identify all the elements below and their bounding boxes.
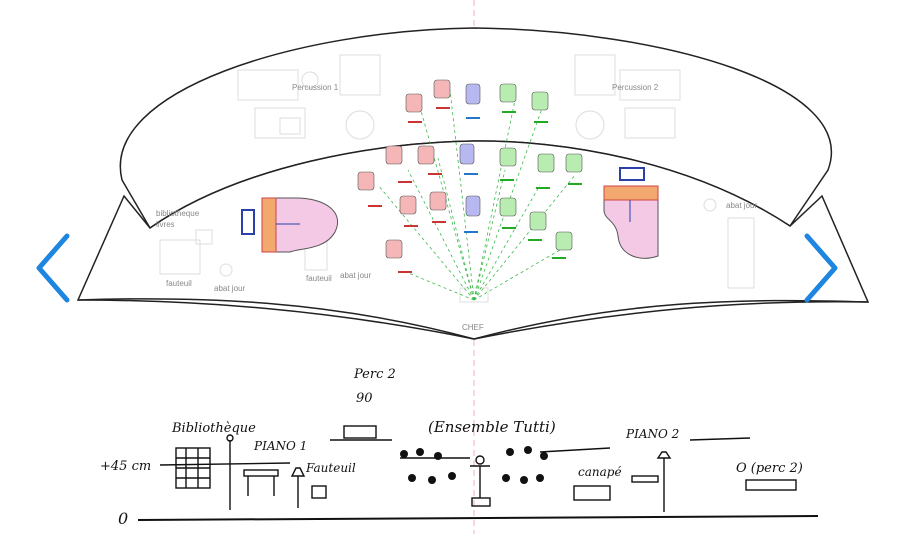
label-livres: livres	[156, 220, 175, 229]
musician-pink	[399, 195, 418, 227]
piano-left	[241, 197, 338, 253]
label-perc2-num: 90	[356, 391, 373, 406]
musicians	[357, 79, 583, 273]
label-abat-jour-right: abat jour	[726, 201, 757, 210]
musician-pink	[417, 145, 442, 175]
label-ensemble: (Ensemble Tutti)	[428, 418, 556, 436]
chevron-left-icon	[36, 233, 70, 303]
label-abat-jour-mid: abat jour	[340, 271, 371, 280]
sketch-furniture	[175, 425, 797, 512]
musician-green	[528, 211, 547, 241]
sketch-musicians	[400, 446, 548, 484]
musician-green	[536, 153, 555, 189]
label-bibliotheque-sketch: Bibliothèque	[171, 421, 256, 436]
label-chef: CHEF	[462, 323, 484, 332]
musician-purple	[465, 83, 481, 119]
furniture-faint	[159, 54, 755, 303]
label-fauteuil-mid: fauteuil	[306, 274, 332, 283]
musician-purple	[459, 143, 478, 175]
label-height: +45 cm	[100, 459, 151, 474]
floor-line	[137, 515, 819, 521]
prev-arrow-button[interactable]	[28, 228, 78, 308]
label-fauteuil-left: fauteuil	[166, 279, 192, 288]
musician-green	[499, 147, 517, 181]
musician-pink	[385, 239, 412, 273]
musician-pink	[429, 191, 447, 223]
label-percussion2: Percussion 2	[612, 83, 659, 92]
musician-green	[499, 83, 517, 113]
label-percussion1: Percussion 1	[292, 83, 339, 92]
musician-pink	[405, 93, 423, 123]
label-piano2: PIANO 2	[625, 427, 679, 441]
label-zero: 0	[118, 509, 128, 528]
chevron-right-icon	[804, 233, 838, 303]
musician-green	[499, 197, 517, 229]
musician-green	[531, 91, 549, 123]
elevation-sketch: +45 cm 0 Bibliothèque PIANO 1 Fauteuil P…	[100, 367, 819, 528]
musician-green	[565, 153, 583, 185]
musician-green	[552, 231, 573, 259]
label-canape: canapé	[578, 465, 622, 479]
label-fauteuil-sketch: Fauteuil	[305, 461, 356, 475]
musician-pink	[433, 79, 451, 109]
label-perc2: Perc 2	[353, 367, 396, 382]
musician-pink	[385, 145, 412, 183]
label-perc2-right: O (perc 2)	[736, 461, 803, 476]
musician-purple	[464, 195, 481, 233]
label-abat-jour-left: abat jour	[214, 284, 245, 293]
piano-right	[603, 167, 659, 259]
musician-pink	[357, 171, 382, 207]
label-bibliotheque: bibliotheque	[156, 209, 200, 218]
stage-front-edge	[77, 298, 869, 340]
label-piano1: PIANO 1	[253, 439, 307, 453]
next-arrow-button[interactable]	[796, 228, 846, 308]
